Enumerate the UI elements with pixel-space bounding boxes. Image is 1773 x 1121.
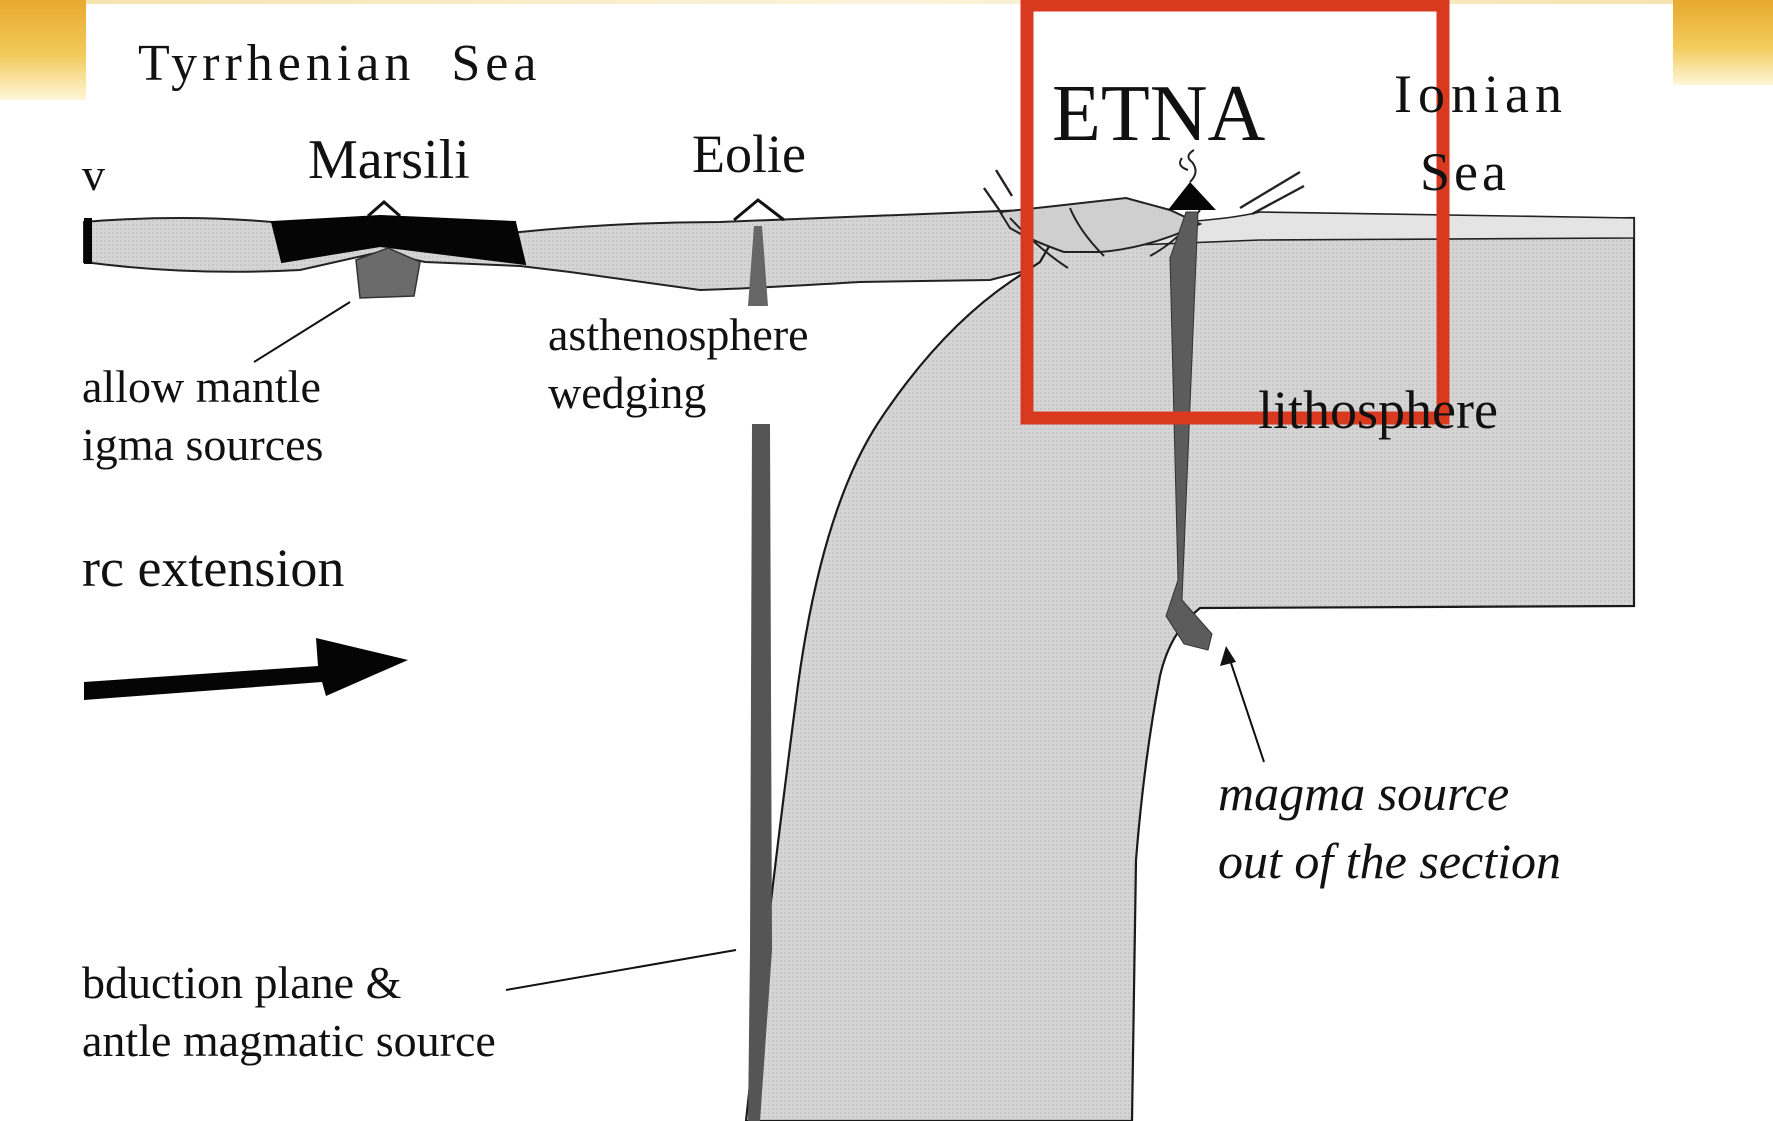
arc-extension-label: rc extension — [82, 538, 344, 598]
marsili-volcano-icon — [368, 202, 400, 216]
subduction-label-line2: antle magmatic source — [82, 1015, 496, 1066]
tyrrhenian-sea-label: Tyrrhenian Sea — [138, 35, 541, 92]
marsili-label: Marsili — [308, 129, 470, 191]
leader-shallow-mantle — [254, 302, 350, 362]
arrowhead-magma-source — [1220, 646, 1236, 666]
asthenosphere-label-line1: asthenosphere — [548, 309, 809, 360]
magma-source-label-line1: magma source — [1218, 765, 1509, 821]
tyrrhenian-crust-band — [84, 210, 1060, 290]
left-edge-fill — [84, 218, 92, 264]
ionian-label-line1: Ionian — [1394, 64, 1568, 124]
leader-subduction — [506, 950, 736, 990]
eolie-label: Eolie — [692, 124, 806, 184]
left-edge-v-label: v — [82, 149, 105, 200]
asthenosphere-label-line2: wedging — [548, 367, 706, 418]
leader-magma-source — [1228, 654, 1264, 762]
lithosphere-label: lithosphere — [1258, 380, 1498, 440]
subduction-label-line1: bduction plane & — [82, 957, 401, 1008]
eolie-volcano-icon — [734, 200, 784, 220]
right-arrow-icon — [84, 638, 408, 700]
etna-label: ETNA — [1052, 70, 1266, 158]
shallow-mantle-label-line1: allow mantle — [82, 361, 321, 412]
fault-arrow-left-icon — [984, 170, 1012, 214]
fault-arrow-right-icon — [1240, 172, 1304, 214]
ionian-label-line2: Sea — [1420, 142, 1510, 202]
volcano-icon — [1168, 182, 1216, 210]
shallow-mantle-label-line2: igma sources — [82, 419, 323, 470]
magma-source-label-line2: out of the section — [1218, 833, 1561, 889]
